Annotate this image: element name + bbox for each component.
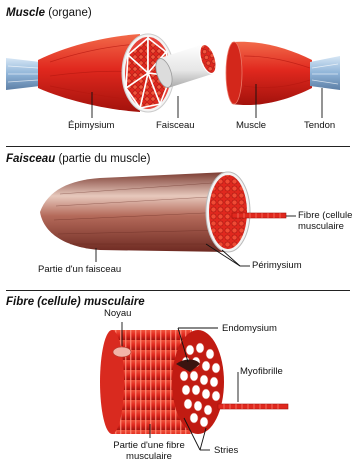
- fascicle-cut-face: [206, 172, 250, 252]
- nucleus: [113, 347, 131, 357]
- fascicle-body: [40, 172, 228, 252]
- label-faisceau: Faisceau: [156, 120, 195, 131]
- label-fibre-line2: musculaire: [298, 221, 352, 232]
- section-divider-1: [6, 146, 350, 147]
- label-noyau: Noyau: [104, 308, 131, 319]
- myofibril-strand: [218, 404, 288, 409]
- label-tendon: Tendon: [304, 120, 335, 131]
- label-partie-fibre-line1: Partie d'une fibre: [100, 440, 198, 451]
- label-myofibrille: Myofibrille: [240, 366, 283, 377]
- label-fibre: Fibre (cellule musculaire: [298, 210, 352, 232]
- label-muscle: Muscle: [236, 120, 266, 131]
- label-fibre-line1: Fibre (cellule: [298, 210, 352, 221]
- label-endomysium: Endomysium: [222, 323, 277, 334]
- fibre-strand: [232, 213, 286, 218]
- label-epimysium: Épimysium: [68, 120, 114, 131]
- label-stries: Stries: [214, 445, 238, 456]
- label-partie-faisceau: Partie d'un faisceau: [38, 264, 121, 275]
- fibre-cut-face: [172, 330, 224, 434]
- section-divider-2: [6, 290, 350, 291]
- label-partie-fibre: Partie d'une fibre musculaire: [100, 440, 198, 462]
- right-tendon: [310, 56, 340, 90]
- label-partie-fibre-line2: musculaire: [100, 451, 198, 462]
- label-perimysium: Périmysium: [252, 260, 302, 271]
- left-tendon: [6, 58, 40, 90]
